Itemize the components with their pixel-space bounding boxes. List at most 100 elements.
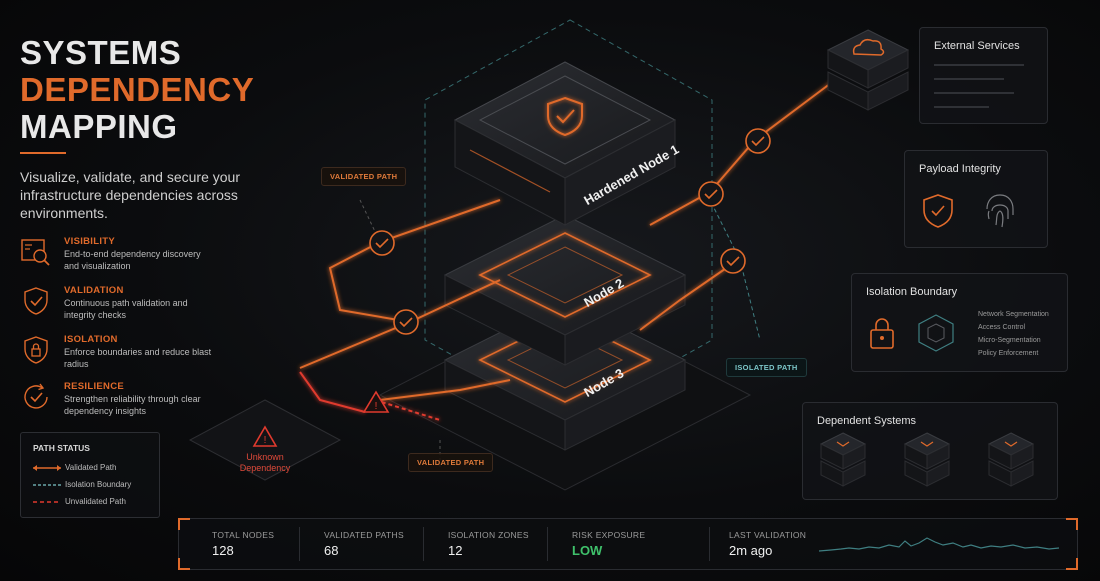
payload-integrity-panel[interactable]: Payload Integrity bbox=[904, 150, 1048, 248]
title-line-3: MAPPING bbox=[20, 108, 178, 145]
dependent-systems-panel[interactable]: Dependent Systems bbox=[802, 402, 1058, 500]
warning-icon: ! bbox=[362, 390, 390, 413]
lock-icon bbox=[870, 318, 894, 349]
feature-desc: Continuous path validation and integrity… bbox=[64, 298, 188, 320]
panel-title: Dependent Systems bbox=[817, 415, 917, 427]
unknown-warning-icon: ! bbox=[252, 425, 278, 447]
isolation-cube-icon bbox=[918, 314, 954, 352]
validated-path-label: VALIDATED PATH bbox=[408, 453, 494, 472]
isolation-boundary-panel[interactable]: Isolation Boundary Network Segmentation … bbox=[851, 273, 1068, 372]
check-node-icon bbox=[745, 128, 771, 154]
validated-path-label: VALIDATED PATH bbox=[321, 167, 407, 186]
cloud-icon bbox=[852, 38, 885, 56]
unknown-dependency-label: Unknown Dependency bbox=[225, 452, 305, 474]
external-services-panel[interactable]: External Services bbox=[919, 27, 1048, 124]
placeholder-bar bbox=[934, 78, 1004, 80]
visibility-icon bbox=[21, 239, 50, 266]
isolation-item: Access Control bbox=[978, 324, 1026, 331]
stat-label: LAST VALIDATION bbox=[729, 530, 807, 540]
isolation-item: Policy Enforcement bbox=[978, 350, 1039, 357]
stat-divider bbox=[423, 527, 424, 561]
shield-check-icon bbox=[923, 194, 953, 228]
legend-item-isolation: Isolation Boundary bbox=[33, 480, 131, 489]
stat-value: LOW bbox=[572, 543, 603, 558]
fingerprint-icon bbox=[986, 194, 1014, 228]
corner-accent bbox=[178, 558, 190, 570]
svg-text:!: ! bbox=[264, 435, 267, 446]
dependent-server-stacks bbox=[819, 432, 1035, 487]
title-line-1: SYSTEMS bbox=[20, 34, 182, 71]
stat-label: VALIDATED PATHS bbox=[324, 530, 404, 540]
page-title: SYSTEMS DEPENDENCY MAPPING bbox=[20, 34, 254, 145]
panel-title: Payload Integrity bbox=[919, 163, 1001, 175]
server-stack-icon bbox=[819, 432, 867, 487]
corner-accent bbox=[178, 518, 190, 530]
feature-desc: Strengthen reliability through clear dep… bbox=[64, 394, 201, 416]
legend-label: Validated Path bbox=[65, 463, 117, 472]
legend-item-validated: Validated Path bbox=[33, 463, 116, 472]
legend-label: Isolation Boundary bbox=[65, 480, 132, 489]
stats-bar: TOTAL NODES 128 VALIDATED PATHS 68 ISOLA… bbox=[178, 518, 1078, 570]
feature-resilience: RESILIENCE Strengthen reliability throug… bbox=[20, 381, 220, 421]
stat-label: ISOLATION ZONES bbox=[448, 530, 529, 540]
isolation-item: Network Segmentation bbox=[978, 311, 1049, 318]
validated-paths bbox=[299, 79, 836, 401]
check-node-icon bbox=[720, 248, 746, 274]
stat-value: 12 bbox=[448, 543, 463, 558]
stat-value: 68 bbox=[324, 543, 339, 558]
unknown-base-plate bbox=[188, 399, 342, 481]
check-node-icon bbox=[698, 181, 724, 207]
isolation-boundary bbox=[424, 19, 713, 421]
node-2[interactable] bbox=[443, 214, 687, 366]
legend-label: Unvalidated Path bbox=[65, 497, 126, 506]
path-status-legend: PATH STATUS Validated Path Isolation Bou… bbox=[20, 432, 160, 518]
server-stack-icon bbox=[903, 432, 951, 487]
isolation-item: Micro-Segmentation bbox=[978, 337, 1041, 344]
stat-divider bbox=[547, 527, 548, 561]
legend-item-unvalidated: Unvalidated Path bbox=[33, 497, 126, 506]
hardened-node-1[interactable] bbox=[453, 61, 677, 226]
stat-divider bbox=[709, 527, 710, 561]
check-node-icon bbox=[369, 230, 395, 256]
panel-title: External Services bbox=[934, 40, 1020, 52]
unknown-line-1: Unknown bbox=[246, 452, 284, 462]
corner-accent bbox=[1066, 518, 1078, 530]
stat-divider bbox=[299, 527, 300, 561]
feature-title: ISOLATION bbox=[64, 334, 118, 345]
shield-check-icon bbox=[547, 96, 583, 137]
feature-title: VISIBILITY bbox=[64, 236, 116, 247]
feature-isolation: ISOLATION Enforce boundaries and reduce … bbox=[20, 334, 220, 374]
isolated-path-label: ISOLATED PATH bbox=[726, 358, 807, 377]
shield-lock-icon bbox=[24, 336, 48, 364]
legend-title: PATH STATUS bbox=[33, 443, 90, 453]
feature-title: RESILIENCE bbox=[64, 381, 125, 392]
placeholder-bar bbox=[934, 64, 1024, 66]
feature-title: VALIDATION bbox=[64, 285, 124, 296]
placeholder-bar bbox=[934, 106, 989, 108]
server-stack-icon bbox=[987, 432, 1035, 487]
title-divider bbox=[20, 152, 66, 154]
stat-label: RISK EXPOSURE bbox=[572, 530, 646, 540]
external-server-stack bbox=[826, 29, 910, 111]
stat-value: 2m ago bbox=[729, 543, 773, 558]
page-subtitle: Visualize, validate, and secure your inf… bbox=[20, 169, 240, 221]
feature-visibility: VISIBILITY End-to-end dependency discove… bbox=[20, 236, 220, 276]
refresh-check-icon bbox=[24, 383, 48, 409]
validated-line-icon bbox=[33, 464, 61, 471]
stat-value: 128 bbox=[212, 543, 234, 558]
feature-validation: VALIDATION Continuous path validation an… bbox=[20, 285, 220, 325]
feature-desc: Enforce boundaries and reduce blast radi… bbox=[64, 347, 212, 369]
unvalidated-path bbox=[299, 371, 441, 421]
activity-sparkline bbox=[819, 537, 1059, 552]
corner-accent bbox=[1066, 558, 1078, 570]
check-node-icon bbox=[393, 309, 419, 335]
feature-desc: End-to-end dependency discovery and visu… bbox=[64, 249, 201, 271]
shield-check-icon bbox=[24, 287, 48, 315]
title-line-2: DEPENDENCY bbox=[20, 71, 255, 108]
panel-title: Isolation Boundary bbox=[866, 286, 958, 298]
unvalidated-line-icon bbox=[33, 501, 61, 503]
unknown-line-2: Dependency bbox=[239, 463, 291, 473]
svg-text:!: ! bbox=[375, 401, 378, 412]
placeholder-bar bbox=[934, 92, 1014, 94]
